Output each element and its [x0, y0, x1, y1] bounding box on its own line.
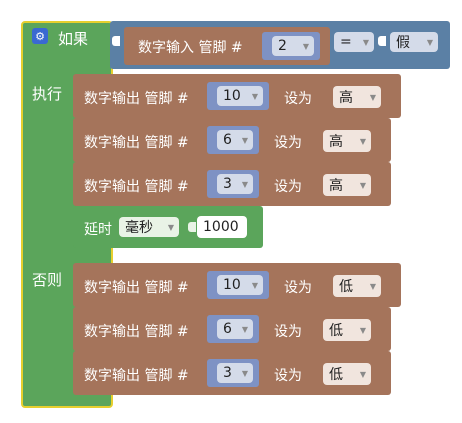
- chevron-down-icon: ▼: [241, 179, 248, 189]
- chevron-down-icon: ▼: [302, 41, 309, 51]
- pin-dropdown[interactable]: 6 ▼: [217, 130, 253, 150]
- operator-dropdown[interactable]: = ▼: [334, 32, 374, 52]
- state-dropdown[interactable]: 低 ▼: [323, 363, 371, 385]
- pin-value: 2: [278, 38, 287, 54]
- digital-write-label: 数字输出 管脚 #: [84, 280, 189, 296]
- state-dropdown[interactable]: 低 ▼: [333, 275, 381, 297]
- pin-dropdown[interactable]: 3 ▼: [217, 363, 253, 383]
- pin-dropdown[interactable]: 6 ▼: [217, 319, 253, 339]
- pin-value: 10: [223, 88, 241, 104]
- delay-value: 1000: [203, 219, 239, 235]
- chevron-down-icon: ▼: [359, 180, 366, 190]
- state-value: 低: [339, 279, 353, 295]
- set-label: 设为: [284, 280, 312, 296]
- digital-write-label: 数字输出 管脚 #: [84, 368, 189, 384]
- state-value: 低: [329, 367, 343, 383]
- digital-write-label: 数字输出 管脚 #: [84, 91, 189, 107]
- else-label: 否则: [32, 271, 63, 289]
- set-label: 设为: [274, 179, 302, 195]
- pin-value: 3: [223, 176, 232, 192]
- chevron-down-icon: ▼: [241, 368, 248, 378]
- pin-value: 10: [223, 277, 241, 293]
- state-dropdown[interactable]: 高 ▼: [333, 86, 381, 108]
- delay-label: 延时: [84, 222, 112, 238]
- chevron-down-icon: ▼: [362, 37, 369, 47]
- pin-dropdown[interactable]: 3 ▼: [217, 174, 253, 194]
- chevron-down-icon: ▼: [251, 280, 258, 290]
- pin-value: 6: [223, 321, 232, 337]
- state-value: 高: [329, 134, 343, 150]
- boolean-value: 假: [396, 35, 410, 51]
- delay-unit-dropdown[interactable]: 毫秒 ▼: [119, 217, 179, 237]
- pin-dropdown[interactable]: 10 ▼: [217, 275, 263, 295]
- value-connector: [188, 222, 196, 232]
- chevron-down-icon: ▼: [369, 92, 376, 102]
- do-label: 执行: [32, 85, 63, 103]
- value-connector: [378, 36, 386, 46]
- chevron-down-icon: ▼: [251, 91, 258, 101]
- operator-value: =: [340, 34, 352, 50]
- state-dropdown[interactable]: 高 ▼: [323, 130, 371, 152]
- state-dropdown[interactable]: 高 ▼: [323, 174, 371, 196]
- digital-read-label: 数字输入 管脚 #: [138, 40, 243, 56]
- digital-write-label: 数字输出 管脚 #: [84, 179, 189, 195]
- pin-value: 3: [223, 365, 232, 381]
- chevron-down-icon: ▼: [359, 136, 366, 146]
- chevron-down-icon: ▼: [167, 222, 174, 232]
- chevron-down-icon: ▼: [359, 325, 366, 335]
- chevron-down-icon: ▼: [241, 324, 248, 334]
- state-dropdown[interactable]: 低 ▼: [323, 319, 371, 341]
- digital-write-label: 数字输出 管脚 #: [84, 324, 189, 340]
- digital-write-label: 数字输出 管脚 #: [84, 135, 189, 151]
- boolean-dropdown[interactable]: 假 ▼: [390, 32, 438, 52]
- set-label: 设为: [274, 135, 302, 151]
- state-value: 低: [329, 323, 343, 339]
- set-label: 设为: [274, 368, 302, 384]
- gear-icon[interactable]: ⚙: [32, 28, 48, 44]
- chevron-down-icon: ▼: [241, 135, 248, 145]
- state-value: 高: [329, 178, 343, 194]
- pin-value: 6: [223, 132, 232, 148]
- pin-dropdown[interactable]: 2 ▼: [272, 36, 314, 56]
- if-label: 如果: [58, 30, 89, 48]
- state-value: 高: [339, 90, 353, 106]
- value-connector: [112, 36, 120, 46]
- chevron-down-icon: ▼: [369, 281, 376, 291]
- set-label: 设为: [284, 91, 312, 107]
- chevron-down-icon: ▼: [359, 369, 366, 379]
- delay-value-field[interactable]: 1000: [197, 216, 247, 238]
- delay-unit-value: 毫秒: [125, 220, 153, 236]
- chevron-down-icon: ▼: [426, 37, 433, 47]
- set-label: 设为: [274, 324, 302, 340]
- pin-dropdown[interactable]: 10 ▼: [217, 86, 263, 106]
